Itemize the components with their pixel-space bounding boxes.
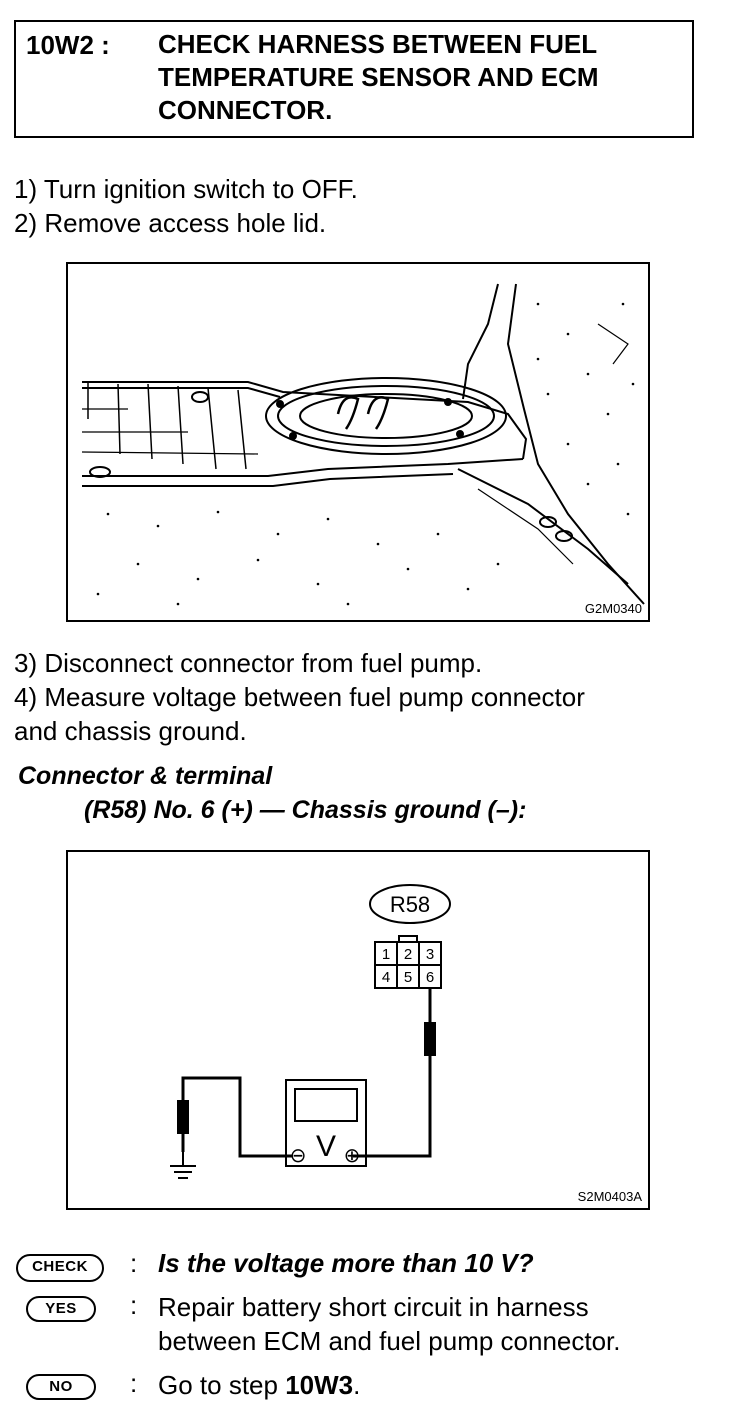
colon: : [130, 1248, 138, 1278]
instruction-step-1: 1) Turn ignition switch to OFF. [14, 174, 358, 204]
no-answer-prefix: Go to step [158, 1370, 286, 1400]
figure-code: G2M0340 [584, 601, 642, 616]
pin-5: 5 [404, 969, 412, 986]
connector-terminal-spec: (R58) No. 6 (+) — Chassis ground (–): [84, 796, 527, 824]
colon: : [130, 1368, 138, 1398]
voltmeter-outline [285, 1079, 367, 1167]
check-question: Is the voltage more than 10 V? [158, 1248, 534, 1278]
step-header-box [14, 20, 694, 138]
yes-answer-line2: between ECM and fuel pump connector. [158, 1326, 621, 1356]
step-title: CHECK HARNESS BETWEEN FUEL TEMPERATURE S… [158, 29, 599, 125]
colon: : [130, 1290, 138, 1320]
instruction-step-3: 3) Disconnect connector from fuel pump. [14, 648, 483, 678]
connector-terminal-heading: Connector & terminal [18, 762, 273, 790]
access-hole-illustration [81, 283, 645, 606]
connector-plug-icon [424, 1022, 436, 1056]
voltage-measurement-diagram: 1 2 3 4 5 6 R58 V ⊖ ⊕ [170, 884, 451, 1179]
no-badge: NO [26, 1374, 96, 1400]
minus-terminal-icon: ⊖ [290, 1143, 307, 1167]
instruction-step-4-cont: and chassis ground. [14, 716, 247, 746]
pin-4: 4 [382, 969, 390, 986]
instruction-step-4: 4) Measure voltage between fuel pump con… [14, 682, 585, 712]
no-answer-suffix: . [353, 1370, 361, 1400]
pin-2: 2 [404, 946, 412, 963]
pin-1: 1 [382, 946, 390, 963]
connector-label-outline [369, 884, 451, 924]
yes-badge: YES [26, 1296, 96, 1322]
plus-terminal-icon: ⊕ [344, 1143, 361, 1167]
no-answer: Go to step 10W3. [158, 1368, 360, 1402]
pin-6: 6 [426, 969, 434, 986]
figure-code: S2M0403A [577, 1189, 642, 1204]
voltage-measurement-figure: 1 2 3 4 5 6 R58 V ⊖ ⊕ S2M0403A [66, 850, 650, 1210]
access-hole-figure: G2M0340 [66, 262, 650, 622]
pin-3: 3 [426, 946, 434, 963]
next-step-code: 10W3 [285, 1370, 354, 1400]
connector-label: R58 [390, 892, 430, 917]
check-badge: CHECK [16, 1254, 104, 1282]
step-code: 10W2 : [26, 30, 110, 60]
ground-plug-icon [177, 1100, 189, 1134]
voltmeter-letter: V [316, 1130, 336, 1163]
yes-answer-line1: Repair battery short circuit in harness [158, 1292, 589, 1322]
instruction-step-2: 2) Remove access hole lid. [14, 208, 327, 238]
